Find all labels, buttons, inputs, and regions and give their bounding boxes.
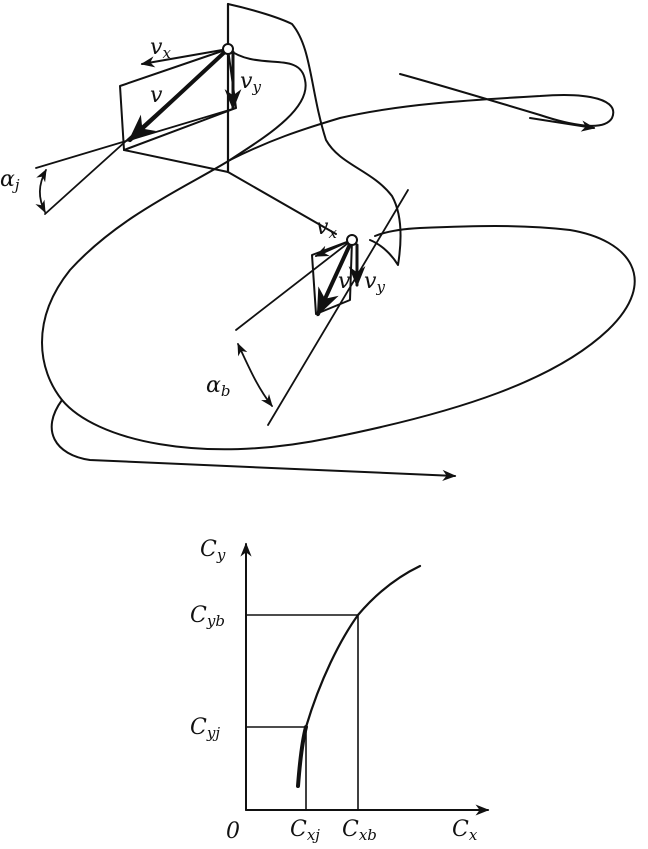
bounce-v-label: v	[338, 269, 351, 294]
polar-curve	[304, 564, 422, 729]
bounce-v-vector	[316, 238, 354, 317]
bounce-horizontal-ref	[235, 239, 353, 331]
trajectory-loop-arrow	[529, 117, 596, 132]
bounce-tangent-line	[267, 189, 409, 426]
jump-angle-arc	[35, 168, 47, 214]
jump-vx-vector	[140, 48, 229, 68]
cyj-label: Cyj	[190, 715, 220, 742]
jump-horizontal-ref	[35, 107, 237, 169]
trajectory-curve	[41, 48, 636, 451]
bounce-point-marker	[346, 234, 358, 246]
cx-axis-label: Cx	[452, 817, 478, 844]
bounce-angle-arc	[237, 342, 273, 407]
lower-figure: Cy Cyb Cyj 0 Cxj Cxb Cx	[190, 537, 490, 844]
polar-curve-lower-heavy	[296, 725, 308, 788]
trajectory-upper-loop	[229, 73, 615, 161]
jump-vx-label: vx	[150, 35, 171, 62]
jump-v-label: v	[150, 83, 163, 108]
axis-left-branch	[123, 149, 229, 173]
cy-axis-label: Cy	[200, 537, 226, 564]
cxj-label: Cxj	[290, 817, 320, 844]
axis-to-bounce-point	[227, 171, 337, 235]
upper-figure: vx v vy αj vx v vy αb	[0, 2, 636, 482]
cyb-guide	[245, 614, 359, 811]
bounce-vy-label: vy	[364, 269, 385, 296]
cyj-guide	[245, 726, 307, 811]
cyb-label: Cyb	[190, 603, 225, 630]
origin-label: 0	[226, 819, 240, 844]
jump-angle-label: αj	[0, 167, 20, 194]
bounce-vx-label: vx	[316, 215, 337, 242]
trajectory-outgoing-left	[50, 399, 457, 482]
cxb-label: Cxb	[342, 817, 377, 844]
bounce-angle-label: αb	[206, 373, 230, 400]
bounce-vx-vector	[314, 239, 353, 257]
jump-tangent-line	[44, 48, 229, 215]
jump-point-marker	[222, 43, 234, 55]
surface-curve-upper	[227, 3, 402, 266]
jump-vy-label: vy	[240, 69, 261, 96]
